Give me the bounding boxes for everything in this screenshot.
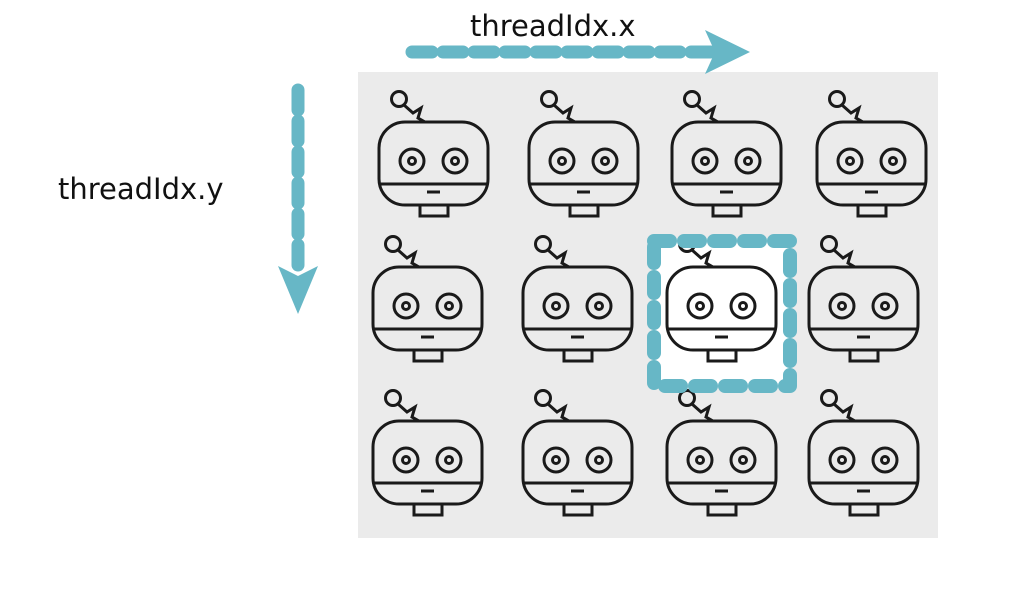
robot-icon bbox=[670, 90, 783, 218]
robot-icon bbox=[521, 235, 634, 363]
robot-icon bbox=[371, 389, 484, 517]
threadidx-y-arrow bbox=[278, 83, 318, 314]
robot-icon bbox=[527, 90, 640, 218]
robot-icon bbox=[807, 235, 920, 363]
threadidx-y-label: threadIdx.y bbox=[58, 172, 224, 206]
highlighted-thread-border bbox=[647, 234, 797, 393]
threadidx-x-label: threadIdx.x bbox=[470, 9, 636, 43]
robot-icon bbox=[665, 389, 778, 517]
robot-icon bbox=[377, 90, 490, 218]
robot-icon bbox=[371, 235, 484, 363]
robot-icon bbox=[807, 389, 920, 517]
robot-icon bbox=[815, 90, 928, 218]
robot-icon bbox=[521, 389, 634, 517]
robot-icon bbox=[665, 235, 778, 363]
threadidx-x-arrow bbox=[405, 30, 750, 74]
